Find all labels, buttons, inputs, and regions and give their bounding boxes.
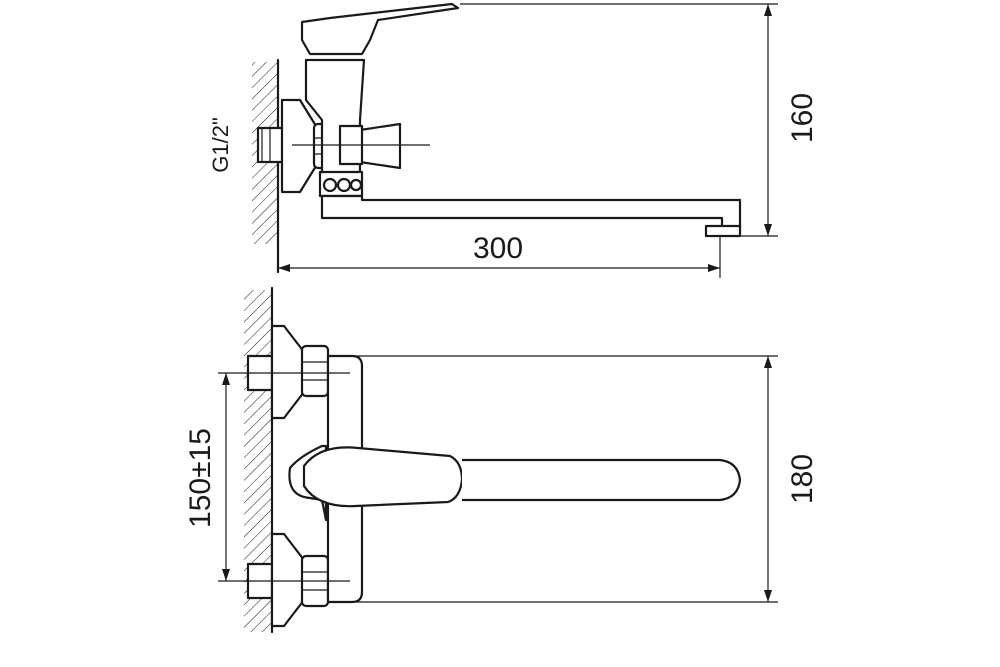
spout <box>320 194 742 230</box>
dim-label-300: 300 <box>473 232 523 265</box>
wall-flange <box>280 98 318 194</box>
diverter-knob <box>358 122 402 170</box>
front-view: 150±15 180 <box>184 286 819 634</box>
nut-upper <box>300 344 330 398</box>
flange-upper <box>270 324 306 420</box>
thread-label: G1/2" <box>208 117 233 173</box>
aerator <box>704 224 742 238</box>
flange-lower <box>270 532 306 628</box>
spout-front <box>462 458 742 502</box>
dim-label-160: 160 <box>786 93 819 143</box>
dim-label-150: 150±15 <box>184 428 217 528</box>
lever-handle <box>300 2 460 56</box>
side-view: 160 300 G1/2" <box>208 2 819 278</box>
dim-label-180: 180 <box>786 454 819 504</box>
lever-grip <box>302 446 464 508</box>
